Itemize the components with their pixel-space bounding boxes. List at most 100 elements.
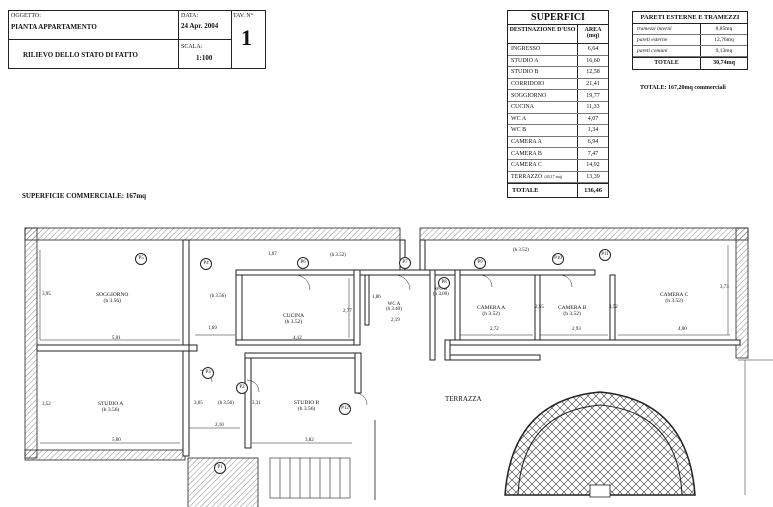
door-marker-p6: P6 [297, 257, 309, 269]
pareti-total-value: 30,74mq [700, 58, 747, 69]
superfici-row-name: CAMERA B [508, 147, 578, 160]
dim-219: 2,19 [391, 318, 400, 323]
corridor-height-1: (h 3.56) [210, 294, 226, 299]
superfici-row-area: 19,77 [577, 89, 608, 102]
door-marker-p2: P2 [236, 382, 248, 394]
superfici-row-area: 16,60 [577, 55, 608, 68]
room-camera-b-height: (h 3.52) [563, 311, 581, 317]
room-camera-c: CAMERA C [660, 292, 689, 298]
dim-293: 2,93 [572, 327, 581, 332]
room-cucina-height: (h 3.52) [284, 319, 303, 325]
superfici-row-name: STUDIO B [508, 66, 578, 79]
dim-331: 3,31 [252, 401, 261, 406]
superfici-row-area: 21,41 [577, 78, 608, 91]
pareti-title: PARETI ESTERNE E TRAMEZZI [633, 12, 747, 24]
door-marker-p9: P9 [474, 257, 486, 269]
superfici-row-area: 12,58 [577, 66, 608, 79]
dim-395: 3,95 [42, 292, 51, 297]
dim-500: 5,00 [112, 438, 121, 443]
superfici-row-name: CORRIDOIO [508, 78, 578, 91]
superfici-col-destinazione: DESTINAZIONE D'USO [509, 27, 576, 33]
corridor-height-3: (h 3.52) [513, 248, 529, 253]
superfici-table: SUPERFICI DESTINAZIONE D'USO AREA (mq) I… [507, 10, 609, 199]
scala-label: SCALA: [181, 44, 203, 50]
superfici-row-area: 13,39 [577, 171, 608, 184]
superfici-row-area: 7,47 [577, 147, 608, 160]
door-marker-p7: P7 [399, 257, 411, 269]
room-studio-b: STUDIO B [294, 400, 320, 406]
room-wc-a-height: (h 3.40) [386, 307, 402, 312]
corridor-height-2: (h 3.52) [330, 253, 346, 258]
superfici-row-area: 14,92 [577, 159, 608, 172]
superfici-row-name: CAMERA C [508, 159, 578, 172]
superfici-row-note: (40,17 mq) [544, 173, 563, 179]
door-marker-p8: P8 [438, 277, 450, 289]
dimension-lines [39, 245, 730, 444]
outer-walls [24, 227, 749, 461]
room-wc-a: WC A [387, 302, 401, 307]
room-soggiorno: SOGGIORNO [96, 292, 129, 298]
pareti-row-area: 8,85mq [700, 24, 747, 35]
superfici-row-name: WC B [508, 124, 578, 137]
data-label: DATA: [181, 13, 199, 19]
tav-value: 1 [241, 25, 252, 50]
dim-382: 3,82 [305, 438, 314, 443]
data-value: 24 Apr. 2004 [181, 22, 219, 30]
pareti-row-area: 9,13mq [700, 45, 747, 57]
dim-272: 2,72 [490, 327, 499, 332]
door-marker-p11: P11 [599, 249, 611, 261]
superfici-total-value: 136,46 [577, 184, 608, 198]
door-swings [199, 274, 573, 406]
title-block: OGGETTO: PIANTA APPARTAMENTO RILIEVO DEL… [8, 10, 266, 69]
door-marker-p5: P5 [135, 253, 147, 265]
interior-walls [36, 239, 741, 457]
pareti-row-name: tramezzi interni [633, 24, 701, 35]
room-soggiorno-height: (h 3.56) [103, 298, 121, 304]
superfici-row-name: SOGGIORNO [508, 89, 578, 102]
room-wc-b-height: (h 3.00) [433, 292, 449, 297]
door-marker-p3: P3 [202, 367, 214, 379]
room-camera-a: CAMERA A [477, 305, 506, 311]
superfici-row-area: 6,94 [577, 136, 608, 149]
pareti-total-label: TOTALE [654, 60, 679, 66]
pareti-row-area: 12,76mq [700, 34, 747, 46]
subject-value: RILIEVO DELLO STATO DI FATTO [23, 51, 139, 59]
scala-value: 1:100 [196, 54, 213, 62]
oggetto-label: OGGETTO: [11, 13, 41, 19]
superfici-col-area: AREA (mq) [577, 25, 608, 43]
room-studio-a: STUDIO A [98, 401, 124, 407]
dim-373: 3,73 [720, 285, 729, 290]
dim-186: 1,86 [372, 295, 381, 300]
terrace-pergola [504, 391, 696, 496]
pareti-row-name: pareti comuni [633, 45, 701, 57]
dim-412: 4,12 [293, 336, 302, 341]
door-marker-p1: P1 [214, 462, 226, 474]
oggetto-value: PIANTA APPARTAMENTO [11, 23, 97, 31]
door-marker-p12: P12 [339, 403, 351, 415]
superfici-row-name: TERRAZZO(40,17 mq) [508, 171, 578, 184]
room-camera-a-height: (h 3.52) [482, 311, 500, 317]
superfici-row-name: CUCINA [508, 101, 578, 114]
superfici-row-area: 4,07 [577, 113, 608, 126]
dim-352: 3,52 [609, 305, 618, 310]
room-cucina: CUCINA [283, 313, 305, 319]
dim-255: 2,55 [535, 305, 544, 310]
superfici-row-area: 6,64 [577, 44, 608, 56]
superfici-row-name: INGRESSO [508, 44, 578, 56]
dim-169: 1,69 [208, 326, 217, 331]
room-camera-c-height: (h 3.52) [665, 298, 683, 304]
corridor-height-4: (h 3.56) [218, 401, 234, 406]
room-studio-a-height: (h 3.56) [101, 407, 120, 413]
